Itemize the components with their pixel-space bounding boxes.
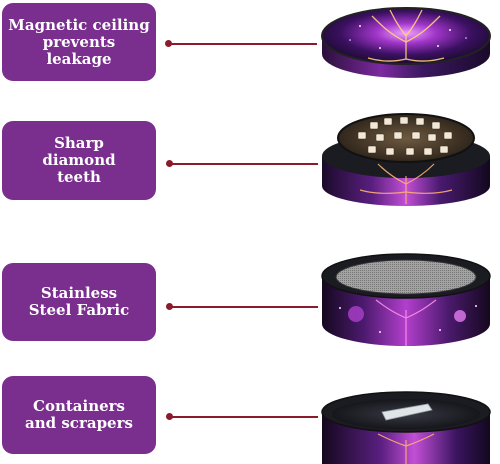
leader-line [169,43,317,45]
grinder-container-icon [320,390,492,464]
leader-dot [166,303,173,310]
feature-label-text: Sharp diamond teeth [42,134,116,186]
feature-row-screen: Stainless Steel Fabric [0,240,500,360]
feature-label-container: Containers and scrapers [2,376,156,454]
feature-label-text: Magnetic ceiling prevents leakage [8,15,150,68]
feature-label-lid: Magnetic ceiling prevents leakage [2,3,156,81]
grinder-lid-icon [320,4,492,84]
grinder-screen-icon [320,252,492,352]
leader-line [170,416,318,418]
leader-dot [165,40,172,47]
leader-dot [166,413,173,420]
feature-row-lid: Magnetic ceiling prevents leakage [0,0,500,100]
leader-line [170,306,318,308]
feature-label-screen: Stainless Steel Fabric [2,263,156,341]
feature-row-container: Containers and scrapers [0,370,500,464]
leader-dot [166,160,173,167]
feature-label-teeth: Sharp diamond teeth [2,121,156,200]
leader-line [170,163,318,165]
feature-label-text: Containers and scrapers [25,397,133,432]
grinder-teeth-icon [320,108,492,208]
feature-row-teeth: Sharp diamond teeth [0,100,500,220]
feature-label-text: Stainless Steel Fabric [28,284,130,319]
